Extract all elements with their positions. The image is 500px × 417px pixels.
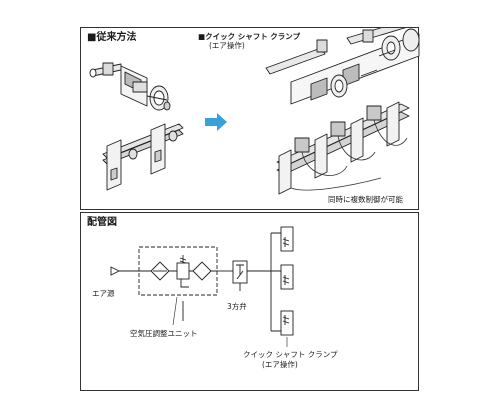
air-source-label: エア源 [92, 289, 115, 298]
conventional-shaft-illustration [89, 62, 171, 111]
clamp-cylinder-middle [271, 264, 294, 290]
clamp-cylinder-bottom [271, 310, 294, 336]
quick-clamp-shafts-illustration [265, 28, 420, 105]
quick-clamp-rail-illustration [276, 101, 410, 195]
piping-diagram-panel: 配管図 エア源 空気圧調整ユニット 3方弁 クイック シャフト クランプ (エア… [80, 212, 419, 391]
regulator-unit-label: 空気圧調整ユニット [130, 329, 198, 338]
quick-clamp-label: クイック シャフト クランプ [243, 350, 338, 359]
three-way-valve-label: 3方弁 [227, 302, 247, 311]
method-illustrations [89, 28, 420, 195]
air-line-illustration [290, 119, 408, 191]
air-source-symbol [110, 266, 121, 276]
piping-schematic [110, 226, 294, 347]
conventional-method-heading: ■従来方法 [87, 32, 137, 43]
simultaneous-control-caption: 同時に複数制御が可能 [328, 195, 403, 204]
quick-clamp-heading: ■クイック シャフト クランプ [198, 32, 301, 41]
conventional-rail-illustration [102, 123, 184, 191]
regulator-symbol [176, 262, 190, 280]
clamp-cylinder-top [271, 226, 294, 252]
lubricator-symbol [192, 261, 212, 281]
piping-diagram-heading: 配管図 [87, 217, 117, 228]
quick-clamp-label-sub: (エア操作) [262, 360, 298, 369]
method-comparison-panel: ■従来方法 ■クイック シャフト クランプ (エア操作) 同時に複数制御が可能 [80, 27, 420, 210]
transition-arrow [205, 113, 227, 131]
quick-clamp-heading-sub: (エア操作) [209, 41, 245, 50]
